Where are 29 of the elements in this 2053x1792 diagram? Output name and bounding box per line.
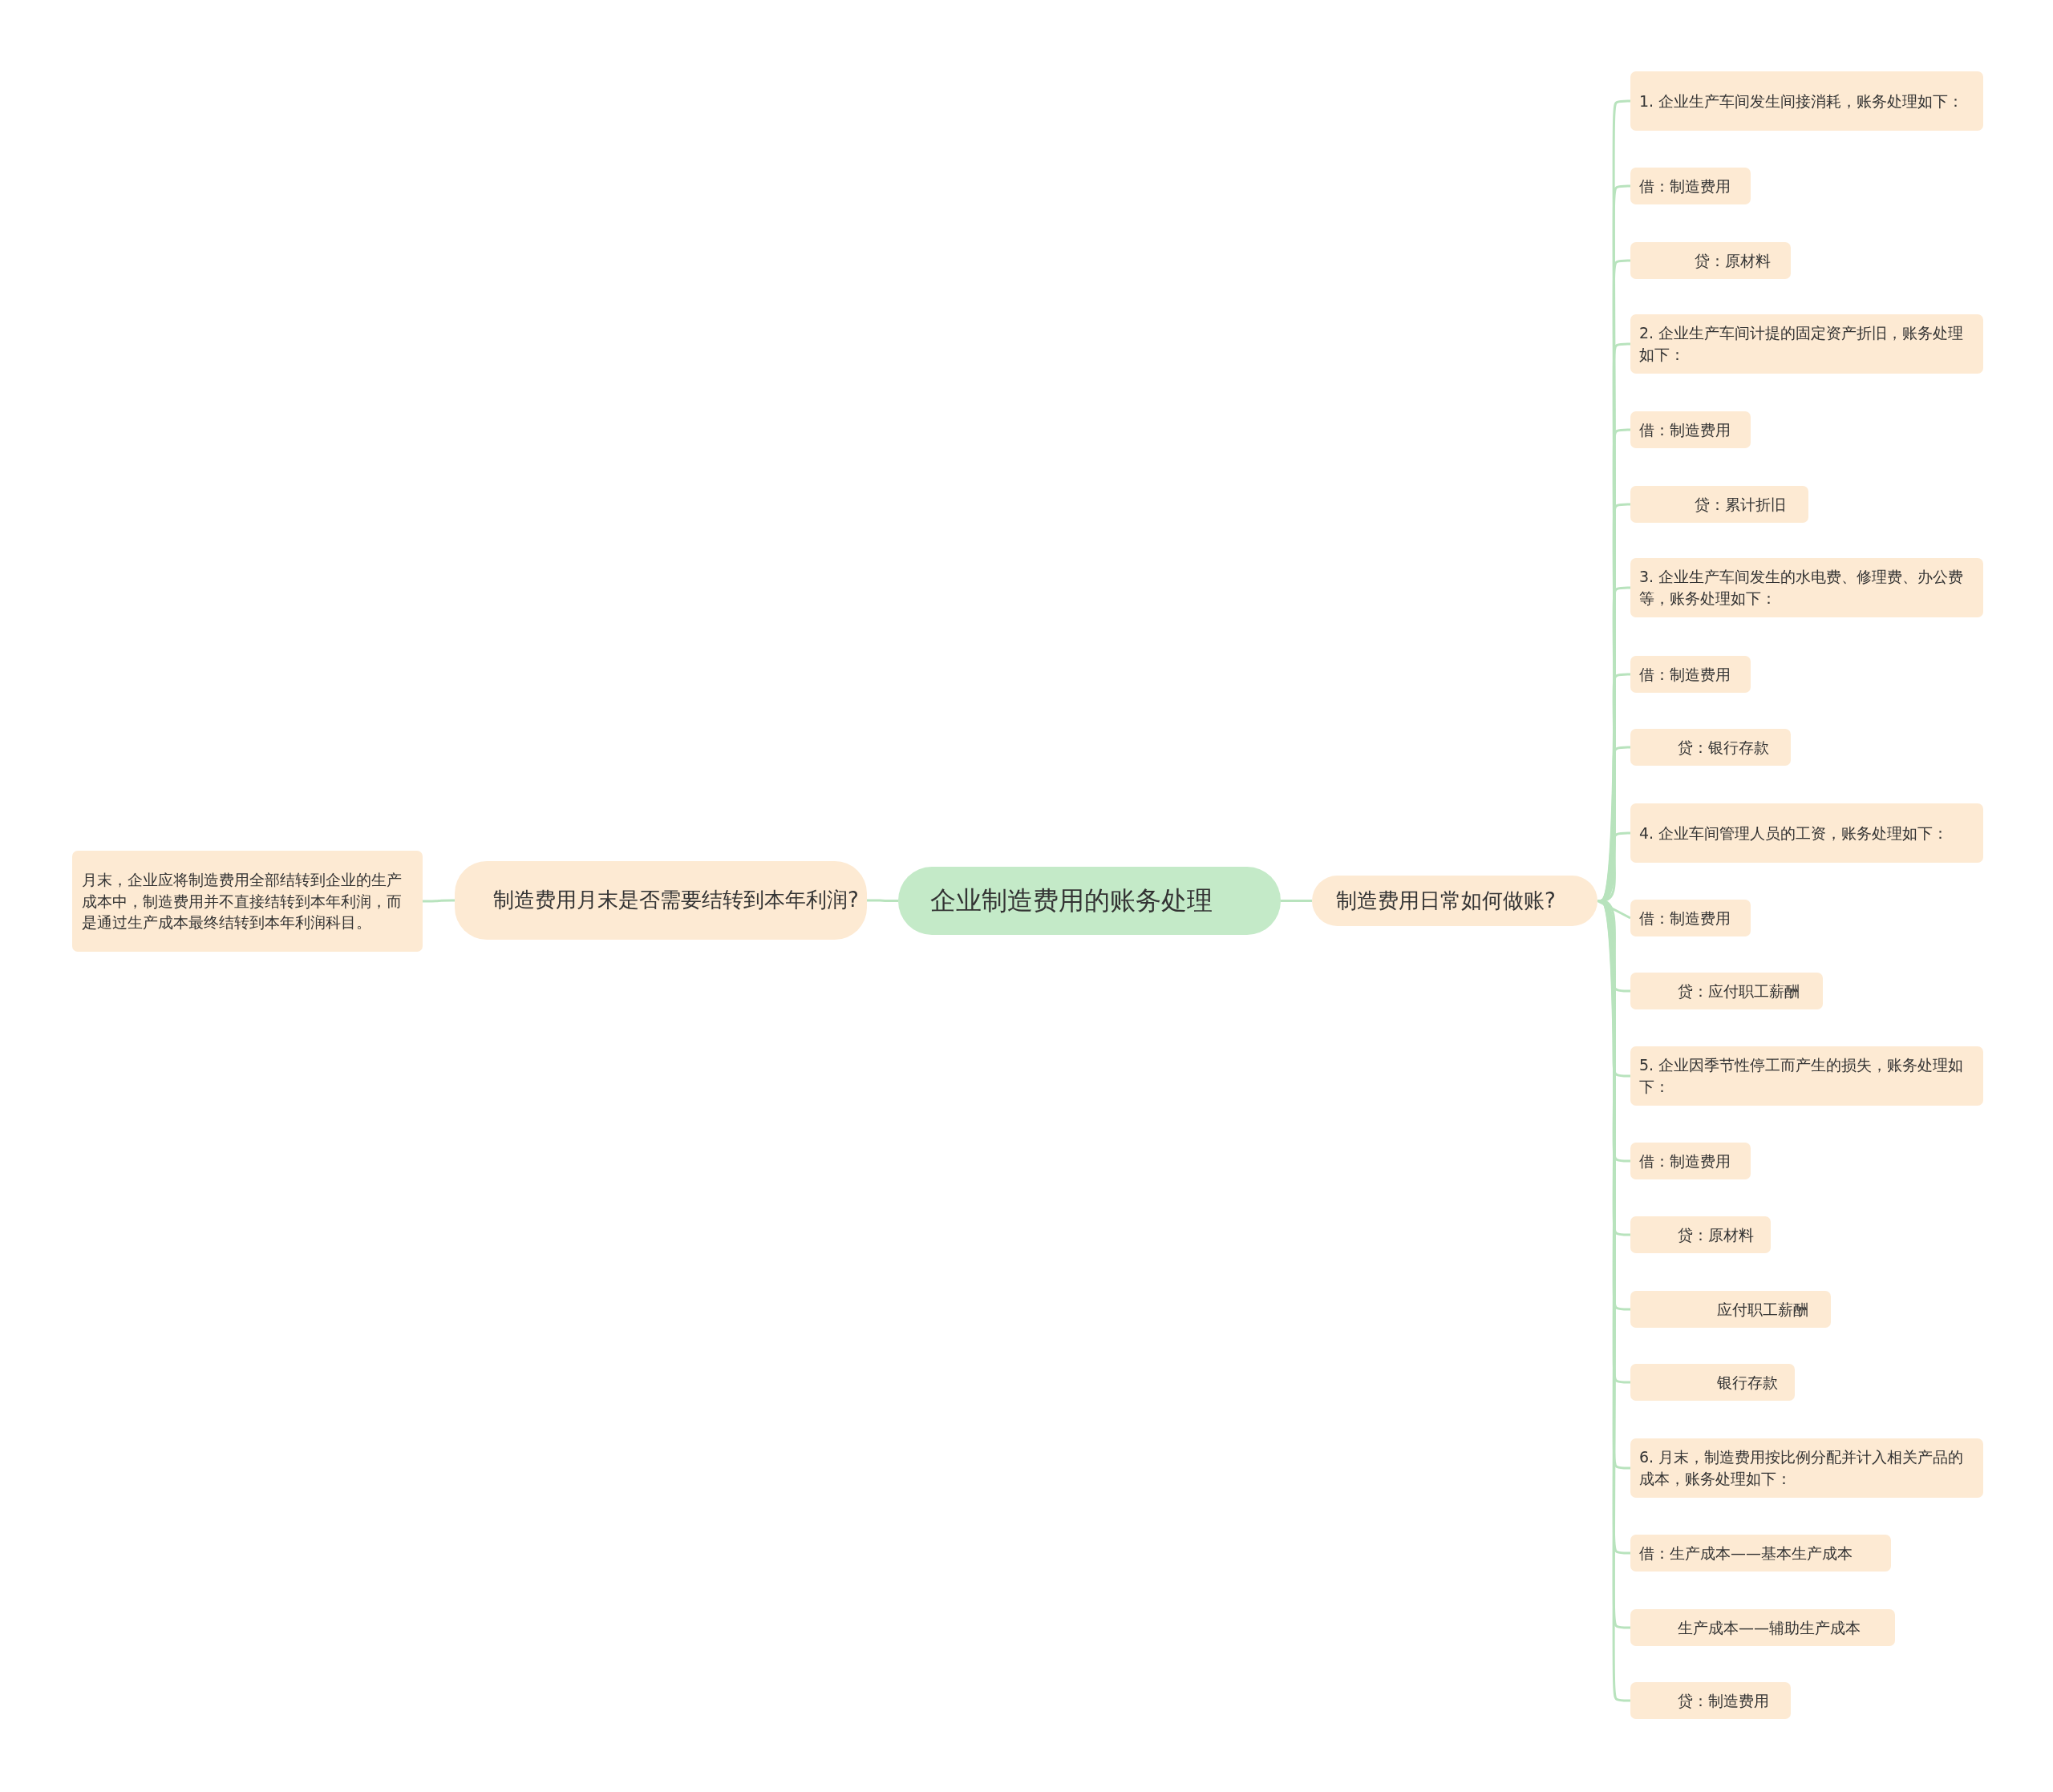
branch-topic: 制造费用日常如何做账? — [1312, 876, 1597, 926]
leaf-topic: 借：生产成本——基本生产成本 — [1630, 1535, 1891, 1572]
leaf-topic: 贷：银行存款 — [1630, 729, 1791, 766]
connector-line — [1281, 900, 1312, 902]
connector-line — [1597, 900, 1631, 920]
leaf-topic: 月末，企业应将制造费用全部结转到企业的生产成本中，制造费用并不直接结转到本年利润，而是通过生产成本最终结转到本年利润科目。 — [72, 851, 423, 952]
leaf-topic: 2. 企业生产车间计提的固定资产折旧，账务处理如下： — [1630, 314, 1983, 374]
leaf-topic: 银行存款 — [1630, 1364, 1795, 1401]
leaf-topic: 借：制造费用 — [1630, 1143, 1751, 1179]
connector-line — [423, 899, 455, 903]
leaf-topic: 借：制造费用 — [1630, 900, 1751, 936]
leaf-topic: 贷：制造费用 — [1630, 1682, 1791, 1719]
leaf-topic: 3. 企业生产车间发生的水电费、修理费、办公费等，账务处理如下： — [1630, 558, 1983, 617]
leaf-topic: 5. 企业因季节性停工而产生的损失，账务处理如下： — [1630, 1046, 1983, 1106]
leaf-topic: 生产成本——辅助生产成本 — [1630, 1609, 1895, 1646]
connector-line — [867, 899, 898, 902]
leaf-topic: 1. 企业生产车间发生间接消耗，账务处理如下： — [1630, 71, 1983, 131]
leaf-topic: 借：制造费用 — [1630, 411, 1751, 448]
leaf-topic: 贷：原材料 — [1630, 242, 1791, 279]
leaf-topic: 应付职工薪酬 — [1630, 1291, 1831, 1328]
branch-topic: 制造费用月末是否需要结转到本年利润? — [455, 861, 867, 940]
root-topic: 企业制造费用的账务处理 — [898, 867, 1281, 935]
leaf-topic: 4. 企业车间管理人员的工资，账务处理如下： — [1630, 803, 1983, 863]
leaf-topic: 贷：累计折旧 — [1630, 486, 1808, 523]
leaf-topic: 借：制造费用 — [1630, 656, 1751, 693]
leaf-topic: 贷：应付职工薪酬 — [1630, 973, 1823, 1009]
leaf-topic: 借：制造费用 — [1630, 168, 1751, 204]
leaf-topic: 6. 月末，制造费用按比例分配并计入相关产品的成本，账务处理如下： — [1630, 1438, 1983, 1498]
leaf-topic: 贷：原材料 — [1630, 1216, 1771, 1253]
